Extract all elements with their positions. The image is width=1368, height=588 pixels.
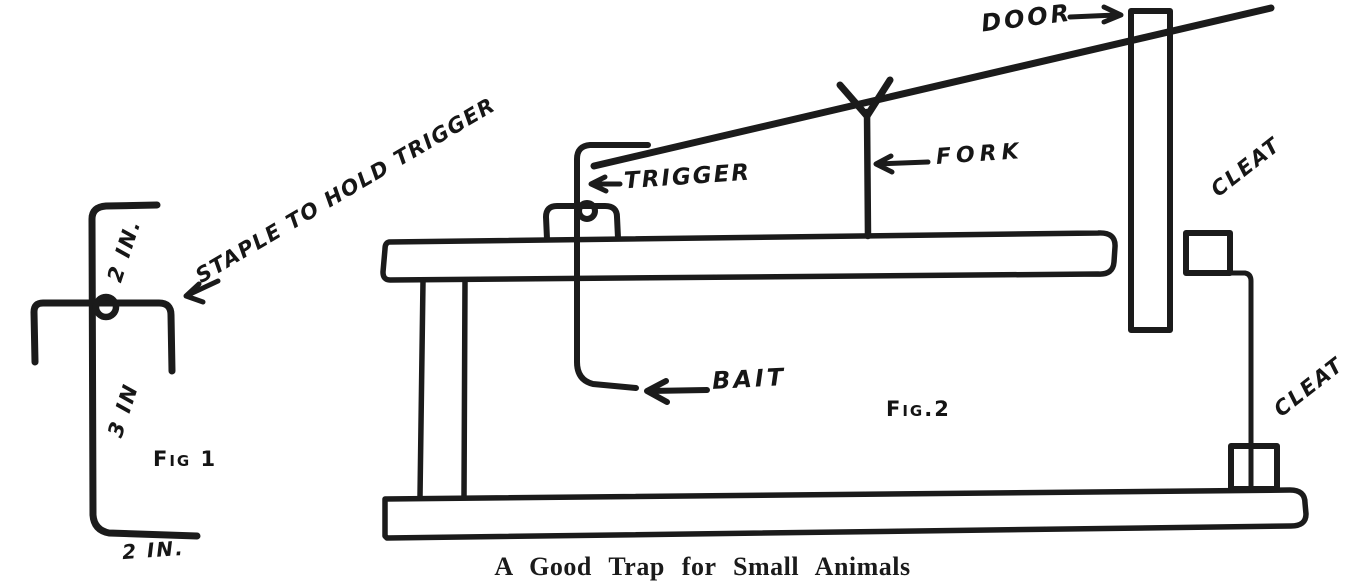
lift-stick (590, 4, 1275, 170)
trigger-pointer-arrow (588, 174, 623, 194)
fig1-staple-ring (92, 293, 120, 321)
fig1-drawing (30, 201, 221, 540)
figure-caption: A Good Trap for Small Animals (494, 552, 911, 581)
top-board (380, 230, 1118, 283)
fork-prongs (836, 76, 894, 120)
bait-pointer-arrow (644, 378, 710, 405)
fig1-title: Fig 1 (153, 447, 218, 471)
fork-stem (863, 108, 872, 240)
base-board (382, 487, 1309, 541)
fig1-crossbar (30, 299, 176, 375)
door-board (1128, 8, 1173, 333)
upper-cleat-block (1183, 230, 1233, 276)
right-wall-edge (1226, 270, 1254, 491)
bait-label: BAIT (711, 363, 787, 395)
fig1-trigger-wire (88, 201, 201, 540)
fig2-drawing (380, 4, 1309, 541)
left-leg-back-edge (461, 278, 468, 500)
trigger-eye-ring (576, 200, 598, 222)
staple-note-pointer-arrow (183, 278, 221, 305)
fork-label: FORK (935, 138, 1025, 171)
lower-cleat-block (1228, 443, 1280, 492)
trigger-rod (574, 142, 651, 391)
fig1-bottom-dimension: 2 IN. (121, 535, 186, 565)
fig2-title: Fig.2 (886, 397, 951, 421)
fork-pointer-arrow (873, 153, 931, 175)
left-leg-front-edge (417, 278, 426, 500)
door-pointer-arrow (1067, 4, 1124, 25)
